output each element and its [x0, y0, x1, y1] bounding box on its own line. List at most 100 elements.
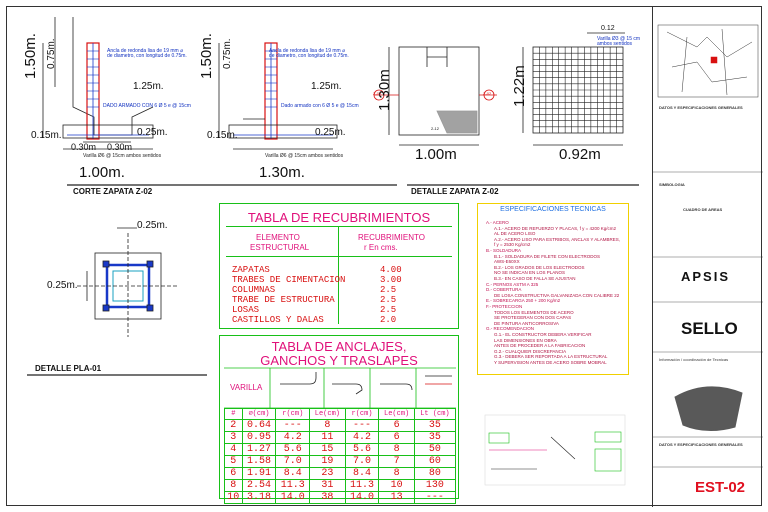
- spec-line: AL DE ACERO LISO: [494, 231, 536, 237]
- dim-footing-height-left: 0.25m.: [137, 127, 168, 138]
- dim-top-small: 0.12: [601, 25, 615, 32]
- anchor-col-header: Le(cm): [309, 408, 346, 420]
- spec-line: LAS DIMENSIONES EN OBRA: [494, 337, 557, 343]
- sheet-title: DATOS Y ESPECIFICACIONES GENERALES: [659, 442, 743, 447]
- spec-line: f y = 2530 Kg/cm2: [494, 242, 531, 248]
- spec-line: DE PINTURA ANTICORROSIVA: [494, 320, 559, 326]
- spec-line: B.2.- LOS GRADOS DE LOS ELECTRODOS: [494, 264, 585, 270]
- dim-col-width-right: 0.30m: [107, 142, 133, 152]
- note-varilla-left: Varilla Ø6 @ 15cm ambos sentidos: [83, 153, 162, 159]
- recubrimiento-value: 2.0: [380, 315, 397, 325]
- anchor-cell: 130: [413, 478, 457, 492]
- spec-line: A.- ACERO: [486, 220, 509, 225]
- anchor-cell: 14.0: [275, 490, 311, 504]
- title-detalle-pla: DETALLE PLA-01: [35, 364, 102, 373]
- footing-plan-left: [373, 46, 497, 146]
- anchor-col-header: ⌀(cm): [241, 408, 277, 420]
- title-detalle-zapata: DETALLE ZAPATA Z-02: [411, 187, 499, 196]
- dim-col-width-left: 0.30m: [71, 142, 97, 152]
- anchor-cell: 15: [309, 442, 346, 456]
- anchor-col-header: #: [224, 408, 243, 420]
- areas-table-title: CUADRO DE AREAS: [683, 207, 723, 212]
- dim-column-height-right: 0.75m.: [222, 38, 233, 69]
- anchor-cell: 14.0: [344, 490, 380, 504]
- anchor-cell: ---: [413, 490, 457, 504]
- dim-total-height-left: 1.50m.: [22, 33, 39, 79]
- anchor-cell: 50: [413, 442, 457, 456]
- anchor-cell: 7.0: [275, 454, 311, 468]
- spec-line: D.- COBERTURA: [486, 287, 522, 293]
- anchor-cell: 4: [224, 442, 243, 456]
- varilla-label: VARILLA: [230, 383, 263, 392]
- anchor-cell: 2: [224, 418, 243, 432]
- anchor-cell: 5.6: [275, 442, 311, 456]
- dim-total-height-right: 1.50m.: [198, 33, 215, 79]
- hook-diagrams: [224, 367, 456, 409]
- anchor-cell: 7: [378, 454, 415, 468]
- dim-plan-width-left: 1.00m: [415, 146, 457, 163]
- spec-line: G.- RECOMENDACION: [486, 326, 535, 332]
- anchor-cell: 7.0: [344, 454, 380, 468]
- company-logo: APSIS: [681, 269, 731, 284]
- head-recubrimiento: RECUBRIMIENTO: [358, 233, 425, 242]
- title-corte-zapata: CORTE ZAPATA Z-02: [73, 187, 153, 196]
- anchor-col-header: r(cm): [275, 408, 311, 420]
- anchor-cell: 6: [224, 466, 243, 480]
- spec-line: B.- SOLDADURA: [486, 248, 522, 253]
- recubrimiento-value: 3.00: [380, 275, 402, 285]
- anchor-cell: 3: [224, 430, 243, 444]
- note-varilla-right: Varilla Ø6 @ 15cm ambos sentidos: [265, 153, 344, 159]
- table-anclajes-title-1: TABLA DE ANCLAJES,: [271, 339, 407, 354]
- anchor-cell: 38: [309, 490, 346, 504]
- anchor-cell: 31: [309, 478, 346, 492]
- anchor-cell: 11.3: [344, 478, 380, 492]
- anchor-cell: 8: [309, 418, 346, 432]
- spec-line: Y SUPERVISION ANTES DE ACERO SOBRE MOBRA…: [494, 360, 607, 365]
- note-dado-left: DADO ARMADO CON 6 Ø 5 e @ 15cm: [103, 103, 191, 109]
- spec-line: B.1.- SOLDADURA DE FILETE CON ELECTRODOS: [494, 253, 601, 259]
- anchor-cell: 6: [378, 418, 415, 432]
- recubrimiento-value: 2.5: [380, 295, 397, 305]
- anchor-cell: 0.95: [241, 430, 277, 444]
- sheet-code: EST-02: [695, 479, 746, 496]
- spec-line: F.- PROTECCION: [486, 304, 523, 309]
- base-plate-detail: [77, 227, 177, 337]
- anchor-cell: ---: [344, 418, 380, 432]
- spec-line: ANTES DE PROCEDER A LA FABRICACION: [494, 343, 586, 349]
- dim-footing-height-right: 0.25m.: [315, 127, 346, 138]
- spec-line: G.3.- DEBERA SER REPORTADA A LA ESTRUCTU…: [494, 354, 608, 360]
- footing-section-left: [42, 17, 154, 150]
- logo-graphic: [674, 386, 743, 431]
- anchor-cell: ---: [275, 418, 311, 432]
- dim-plate-top: 0.25m.: [137, 220, 168, 231]
- anchor-cell: 3.18: [241, 490, 277, 504]
- anchor-cell: 35: [413, 430, 457, 444]
- recubrimiento-element: TRABE DE ESTRUCTURA: [232, 295, 335, 305]
- sello-label: SELLO: [681, 319, 738, 338]
- dim-top-width-right: 1.25m.: [311, 81, 342, 92]
- anchor-cell: 8: [224, 478, 243, 492]
- table-recubrimientos: TABLA DE RECUBRIMIENTOS ELEMENTO ESTRUCT…: [219, 203, 459, 329]
- anchor-col-header: r(cm): [344, 408, 380, 420]
- anchor-cell: 19: [309, 454, 346, 468]
- anchor-cell: 11.3: [275, 478, 311, 492]
- dim-top-width-left: 1.25m.: [133, 81, 164, 92]
- head-en-cms: r En cms.: [364, 243, 398, 252]
- recubrimiento-value: 4.00: [380, 265, 402, 275]
- head-estructural: ESTRUCTURAL: [250, 243, 310, 252]
- title-block: DATOS Y ESPECIFICACIONES GENERALES SIMBO…: [652, 7, 763, 507]
- marker-b: Z-02: [483, 91, 492, 96]
- spec-line: E.- SOBRECARGA 250 + 200 Kg/m2: [486, 298, 561, 304]
- note-dado-right: Dado armado con 6 Ø 5 e @ 15cm: [281, 103, 359, 109]
- recubrimiento-element: CASTILLOS Y DALAS: [232, 315, 324, 325]
- anchor-cell: 80: [413, 466, 457, 480]
- anchor-cell: 11: [309, 430, 346, 444]
- recubrimiento-value: 2.5: [380, 285, 397, 295]
